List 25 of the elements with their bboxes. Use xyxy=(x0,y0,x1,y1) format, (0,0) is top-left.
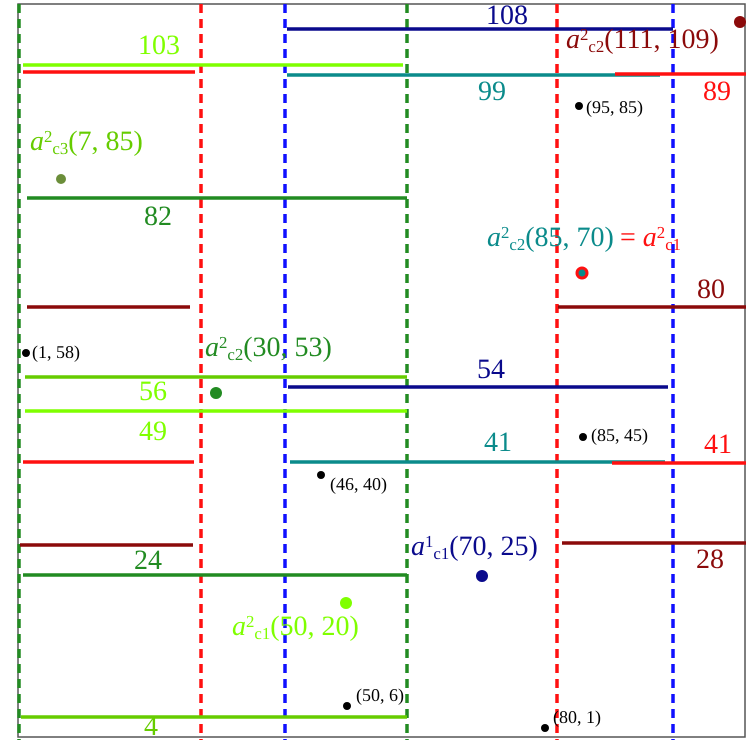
value-label: a$^{2}$$_{c2}$(111, 109) xyxy=(566,26,719,54)
value-label: a$^{2}$$_{c3}$(7, 85) xyxy=(30,128,143,156)
value-label: 80 xyxy=(697,276,725,304)
value-label: 82 xyxy=(144,203,172,231)
value-label: 41 xyxy=(484,429,512,457)
point-coordinate: (80, 1) xyxy=(553,708,601,726)
point-coordinate: (1, 58) xyxy=(32,343,80,361)
value-label: 89 xyxy=(703,78,731,106)
value-label: a$^{2}$$_{c1}$(50, 20) xyxy=(232,613,359,641)
point-coordinate: (50, 6) xyxy=(356,686,404,704)
value-label: 108 xyxy=(486,2,528,30)
value-label: 99 xyxy=(478,78,506,106)
value-label: 103 xyxy=(138,32,180,60)
value-label: 41 xyxy=(704,431,732,459)
value-label: 24 xyxy=(134,547,162,575)
point-coordinate: (85, 45) xyxy=(591,426,648,444)
value-label: 56 xyxy=(139,378,167,406)
value-label: a$^{2}$$_{c2}$(30, 53) xyxy=(205,334,332,362)
value-label: 49 xyxy=(139,418,167,446)
value-label: 28 xyxy=(696,546,724,574)
value-label: a$^{1}$$_{c1}$(70, 25) xyxy=(411,533,538,561)
point-coordinate: (95, 85) xyxy=(586,98,643,116)
point-coordinate: (46, 40) xyxy=(330,475,387,493)
value-label: 54 xyxy=(477,356,505,384)
value-label: a$^{2}$$_{c2}$(85, 70) xyxy=(487,224,614,252)
